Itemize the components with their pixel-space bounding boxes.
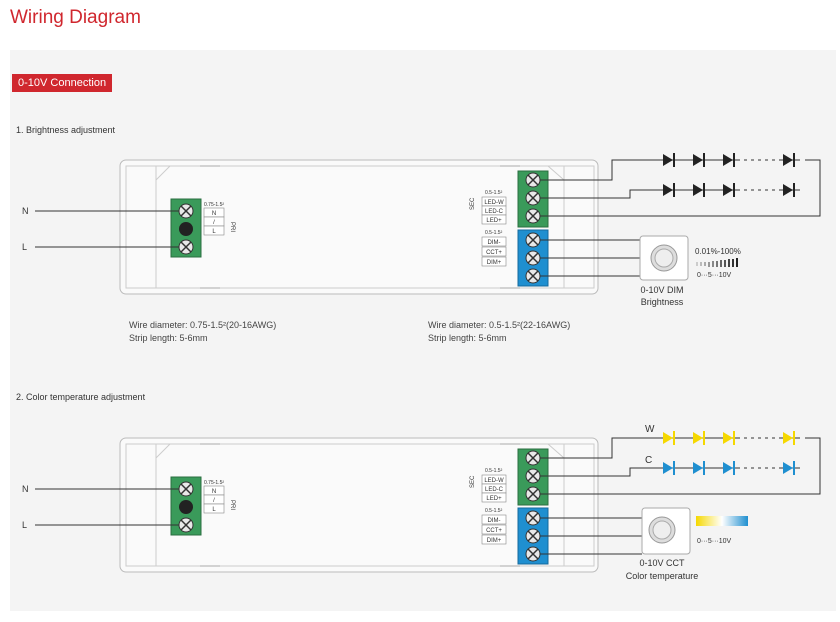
strip-length-output: Strip length: 5-6mm <box>428 333 507 343</box>
input-wire-spec-2: 0.75-1.5² <box>204 480 224 486</box>
dim-wire-spec-2: 0.5-1.5² <box>485 508 503 514</box>
wire-diameter-input: Wire diameter: 0.75-1.5²(20-16AWG) <box>129 320 277 330</box>
led-plus-label-2: LED+ <box>486 496 502 502</box>
led-w-label-1: LED-W <box>484 200 504 206</box>
line-n-label-2: N <box>22 484 29 494</box>
pri-label-2: PRI <box>229 500 235 510</box>
cct-plus-label-1: CCT+ <box>486 250 502 256</box>
scale-label-1: 0···5···10V <box>697 272 732 279</box>
brightness-scale-icon <box>696 258 738 267</box>
section-title-cct: 2. Color temperature adjustment <box>16 392 146 402</box>
pri-label-1: PRI <box>229 222 235 232</box>
output-wire-spec-1: 0.5-1.5² <box>485 190 503 196</box>
led-string-2-warm <box>663 431 795 445</box>
sec-label-2: SEC <box>470 475 476 488</box>
input-terminal-slash-1: / <box>213 220 215 226</box>
dimmer-function-1: Brightness <box>641 297 684 307</box>
input-terminal-slash-2: / <box>213 498 215 504</box>
dimmer-name-1: 0-10V DIM <box>640 285 683 295</box>
dim-range-label: 0.01%-100% <box>695 247 741 256</box>
dim-wire-spec-1: 0.5-1.5² <box>485 230 503 236</box>
output-wire-spec-2: 0.5-1.5² <box>485 468 503 474</box>
led-string-1-row2 <box>663 183 795 197</box>
led-string-1-row1 <box>663 153 795 167</box>
strip-length-input: Strip length: 5-6mm <box>129 333 208 343</box>
line-l-label-2: L <box>22 520 27 530</box>
led-c-label-2: LED-C <box>485 487 504 493</box>
dim-plus-label-1: DIM+ <box>487 260 502 266</box>
input-wire-spec-1: 0.75-1.5² <box>204 202 224 208</box>
input-terminal-n-2: N <box>212 489 216 495</box>
channel-w-label: W <box>645 424 655 435</box>
input-terminal-l-1: L <box>212 229 216 235</box>
connection-badge: 0-10V Connection <box>12 74 113 92</box>
line-n-label-1: N <box>22 206 29 216</box>
wire-note-output: Wire diameter: 0.5-1.5²(22-16AWG) Strip … <box>428 319 570 345</box>
wiring-2 <box>540 437 821 555</box>
page-title: Wiring Diagram <box>10 7 141 28</box>
input-terminal-l-2: L <box>212 507 216 513</box>
led-string-2-cool <box>663 461 795 475</box>
wire-note-input: Wire diameter: 0.75-1.5²(20-16AWG) Strip… <box>129 319 276 345</box>
led-w-label-2: LED-W <box>484 478 504 484</box>
led-plus-label-1: LED+ <box>486 218 502 224</box>
cct-plus-label-2: CCT+ <box>486 528 502 534</box>
dimmer-name-2: 0-10V CCT <box>639 558 685 568</box>
wire-diameter-output: Wire diameter: 0.5-1.5²(22-16AWG) <box>428 320 571 330</box>
line-l-label-1: L <box>22 242 27 252</box>
led-c-label-1: LED-C <box>485 209 504 215</box>
driver-1: 0.75-1.5² N / L PRI N L 0.5-1.5² LED-W L… <box>22 159 599 295</box>
dim-minus-label-2: DIM- <box>488 518 501 524</box>
wiring-1 <box>540 159 821 277</box>
input-terminal-n-1: N <box>212 211 216 217</box>
dim-minus-label-1: DIM- <box>488 240 501 246</box>
cct-gradient-bar <box>696 516 748 526</box>
sec-label-1: SEC <box>470 197 476 210</box>
driver-2: 0.75-1.5² N / L PRI N L 0.5-1.5² LED-W L… <box>22 437 599 573</box>
section-title-brightness: 1. Brightness adjustment <box>16 125 116 135</box>
scale-label-2: 0···5···10V <box>697 538 732 545</box>
channel-c-label: C <box>645 455 652 466</box>
dimmer-cct: 0-10V CCT Color temperature 0···5···10V <box>626 507 748 581</box>
dim-plus-label-2: DIM+ <box>487 538 502 544</box>
dimmer-function-2: Color temperature <box>626 571 699 581</box>
dimmer-brightness: 0-10V DIM Brightness 0.01%-100% 0···5···… <box>639 235 741 307</box>
